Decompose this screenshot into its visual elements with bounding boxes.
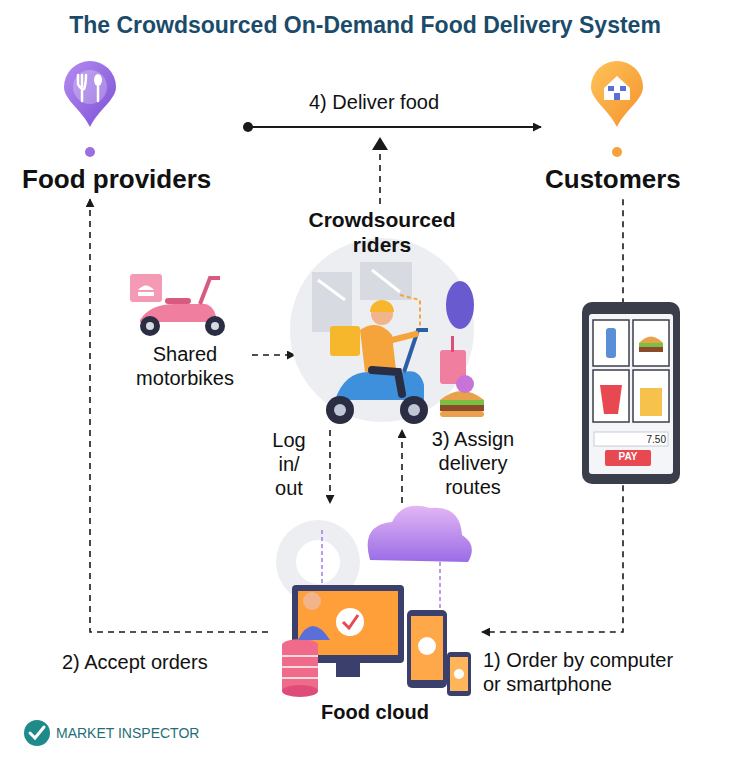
logo-icon — [24, 720, 50, 746]
provider-pin — [64, 61, 116, 157]
edge-label: 4) Deliver food — [292, 90, 456, 114]
location-node: Food providers — [22, 62, 244, 195]
edge-label: Log in/ out — [262, 428, 316, 500]
connector-arrow — [248, 126, 541, 128]
logo-text: MARKET INSPECTOR — [56, 725, 256, 742]
customer-pin — [591, 61, 643, 157]
connector-arrow — [252, 354, 295, 356]
rider-node: Crowdsourced riders — [297, 205, 467, 428]
node-label: Food providers — [22, 164, 244, 195]
edge-label: 3) Assign delivery routes — [416, 427, 530, 499]
node-label: Customers — [545, 164, 705, 195]
smartphone-illustration — [582, 302, 680, 484]
line-start-dot — [243, 122, 253, 132]
button-text: PAY — [605, 451, 651, 463]
edge-label: 1) Order by computer or smartphone — [481, 648, 695, 696]
rider-illustration — [290, 238, 484, 424]
connector-arrow — [401, 430, 403, 503]
node-label: Crowdsourced riders — [297, 207, 467, 257]
shared-motorbike-icon — [130, 274, 225, 336]
food-cloud-illustration — [276, 506, 472, 697]
connector-arrow — [329, 430, 331, 503]
node-label: Shared motorbikes — [120, 342, 250, 390]
price-text: 7.50 — [636, 434, 666, 446]
cloud-node: Food cloud — [270, 505, 480, 724]
motorbike-node: Shared motorbikes — [120, 270, 250, 390]
diagram-title: The Crowdsourced On-Demand Food Delivery… — [0, 12, 730, 39]
location-node: Customers — [545, 62, 705, 195]
node-label: Food cloud — [270, 700, 480, 724]
dashed-arrow — [372, 137, 388, 204]
edge-label: 2) Accept orders — [60, 650, 264, 674]
connector-arrow — [90, 199, 268, 632]
